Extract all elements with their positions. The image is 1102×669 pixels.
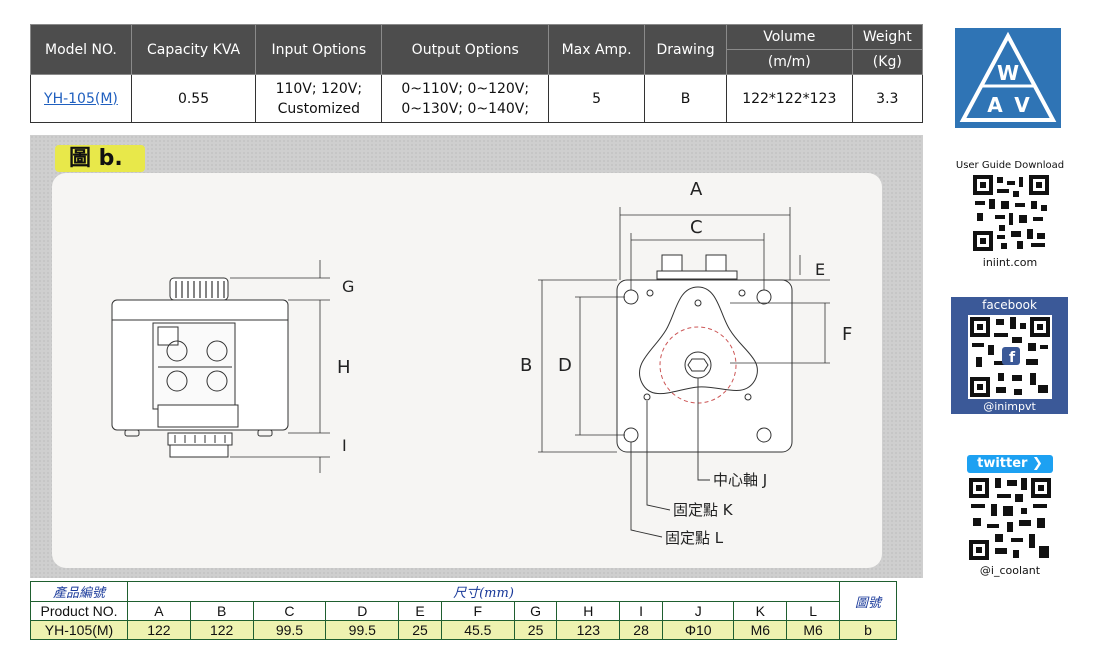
hdr-model: Model NO.	[30, 24, 132, 75]
col-j: J	[661, 601, 735, 621]
col-b: B	[189, 601, 254, 621]
twitter-handle: @i_coolant	[979, 564, 1041, 577]
label-e: E	[815, 260, 825, 279]
technical-drawing: G H I	[111, 179, 852, 547]
col-g: G	[513, 601, 558, 621]
hdr-input: Input Options	[255, 24, 383, 75]
model-link[interactable]: YH-105(M)	[44, 90, 118, 107]
val-f: 45.5	[440, 620, 515, 640]
val-a: 122	[127, 620, 191, 640]
facebook-title: facebook	[982, 298, 1037, 312]
hdr-maxamp: Max Amp.	[547, 24, 646, 75]
output-line-2: 0~130V; 0~140V;	[401, 100, 530, 117]
cell-output: 0~110V; 0~120V; 0~130V; 0~140V;	[381, 74, 549, 123]
col-d: D	[325, 601, 400, 621]
val-model: YH-105(M)	[30, 620, 128, 640]
val-h: 123	[556, 620, 621, 640]
hdr-size-zh: 尺寸(mm)	[127, 581, 840, 602]
callout-k: 固定點 K	[673, 501, 734, 519]
guide-title: User Guide Download	[955, 160, 1065, 171]
callout-j: 中心軸 J	[713, 471, 767, 489]
twitter-badge: twitter ❯	[967, 455, 1053, 473]
col-k: K	[733, 601, 788, 621]
svg-text:f: f	[1009, 350, 1016, 366]
table-row: YH-105(M) 0.55 110V; 120V; Customized 0~1…	[30, 74, 924, 123]
cell-drawing: B	[644, 74, 727, 123]
side-view	[111, 260, 330, 473]
hdr-drawing: Drawing	[644, 24, 727, 75]
col-e: E	[398, 601, 442, 621]
callout-l: 固定點 L	[665, 529, 724, 547]
wav-logo: W A V	[955, 28, 1061, 128]
dimension-table: 產品編號 尺寸(mm) 圖號 Product NO. A B C D E F G…	[30, 581, 897, 640]
label-a: A	[690, 179, 703, 200]
val-j: Φ10	[661, 620, 735, 640]
hdr-product-zh: 產品編號	[30, 581, 128, 602]
logo-letter-w: W	[997, 61, 1019, 85]
cell-weight: 3.3	[851, 74, 924, 123]
logo-letter-v: V	[1014, 93, 1030, 117]
guide-qr-icon[interactable]	[973, 175, 1049, 251]
label-b: B	[520, 355, 532, 376]
val-drawing: b	[839, 620, 897, 640]
facebook-block: facebook f @inimpvt	[951, 297, 1068, 414]
label-i: I	[342, 436, 347, 455]
drawing-panel: 圖 b.	[30, 135, 923, 578]
figure-tag: 圖 b.	[55, 145, 145, 172]
hdr-capacity: Capacity KVA	[130, 24, 257, 75]
val-c: 99.5	[252, 620, 327, 640]
label-c: C	[690, 217, 703, 238]
label-d: D	[558, 355, 572, 376]
output-line-1: 0~110V; 0~120V;	[401, 80, 530, 97]
twitter-bird-icon: ❯	[1031, 456, 1043, 471]
hdr-volume: Volume	[725, 24, 853, 50]
col-h: H	[556, 601, 621, 621]
cell-maxamp: 5	[547, 74, 646, 123]
val-g: 25	[513, 620, 558, 640]
col-l: L	[786, 601, 840, 621]
table-row: YH-105(M) 122 122 99.5 99.5 25 45.5 25 1…	[30, 620, 897, 640]
label-g: G	[342, 277, 354, 296]
col-f: F	[440, 601, 515, 621]
twitter-qr-icon[interactable]	[967, 476, 1053, 562]
facebook-handle: @inimpvt	[983, 400, 1036, 413]
val-k: M6	[733, 620, 788, 640]
val-i: 28	[619, 620, 663, 640]
col-i: I	[619, 601, 663, 621]
dims-column-row: Product NO. A B C D E F G H I J K L	[30, 601, 897, 621]
val-b: 122	[189, 620, 254, 640]
cell-volume: 122*122*123	[725, 74, 853, 123]
label-h: H	[337, 357, 351, 378]
triangle-logo-icon: W A V	[959, 31, 1057, 122]
guide-site: iniint.com	[982, 256, 1038, 269]
col-c: C	[252, 601, 327, 621]
cell-capacity: 0.55	[130, 74, 257, 123]
twitter-badge-label: twitter	[977, 456, 1028, 471]
val-l: M6	[786, 620, 840, 640]
cell-model: YH-105(M)	[30, 74, 132, 123]
logo-letter-a: A	[987, 93, 1003, 117]
hdr-volume-unit: (m/m)	[725, 49, 853, 75]
hdr-product-en: Product NO.	[30, 601, 128, 621]
hdr-weight: Weight	[851, 24, 924, 50]
col-a: A	[127, 601, 191, 621]
input-line-1: 110V; 120V;	[275, 80, 363, 97]
input-line-2: Customized	[277, 100, 361, 117]
val-e: 25	[398, 620, 442, 640]
hdr-weight-unit: (Kg)	[851, 49, 924, 75]
facebook-qr-icon[interactable]: f	[968, 315, 1052, 399]
hdr-output: Output Options	[381, 24, 549, 75]
top-view	[538, 207, 830, 538]
hdr-drawing-zh: 圖號	[839, 581, 897, 621]
cell-input: 110V; 120V; Customized	[255, 74, 383, 123]
val-d: 99.5	[325, 620, 400, 640]
spec-table: Model NO. Capacity KVA Input Options Out…	[30, 24, 924, 123]
label-f: F	[842, 324, 852, 345]
